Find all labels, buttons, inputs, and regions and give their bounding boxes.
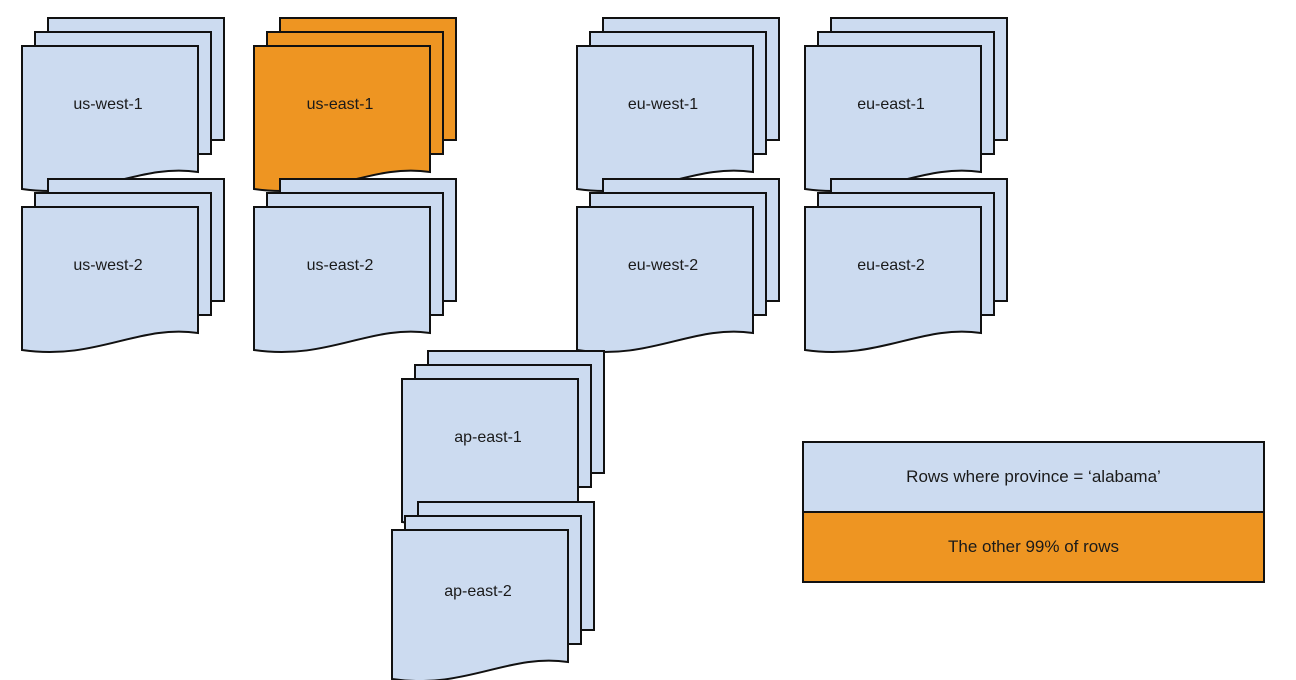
stack-card-ap-east-2-0 bbox=[391, 529, 569, 680]
stack-shape-us-east-1 bbox=[253, 17, 457, 193]
stack-shape-eu-west-1 bbox=[576, 17, 780, 193]
stack-shape-ap-east-2 bbox=[391, 501, 595, 680]
region-stack-us-west-2[interactable] bbox=[20, 177, 225, 357]
stack-card-us-west-1-0 bbox=[21, 45, 199, 193]
stack-shape-eu-east-2 bbox=[804, 178, 1008, 354]
region-stack-eu-east-1[interactable] bbox=[803, 16, 1008, 196]
stack-card-us-west-2-0 bbox=[21, 206, 199, 354]
stack-shape-us-west-2 bbox=[21, 178, 225, 354]
stack-card-us-east-2-0 bbox=[253, 206, 431, 354]
stack-card-eu-east-2-0 bbox=[804, 206, 982, 354]
stack-shape-eu-west-2 bbox=[576, 178, 780, 354]
region-stack-eu-west-2[interactable] bbox=[575, 177, 780, 357]
stack-card-eu-west-1-0 bbox=[576, 45, 754, 193]
region-stack-eu-east-2[interactable] bbox=[803, 177, 1008, 357]
stack-shape-eu-east-1 bbox=[804, 17, 1008, 193]
stack-card-us-east-1-0 bbox=[253, 45, 431, 193]
region-stack-ap-east-1[interactable] bbox=[400, 349, 605, 529]
legend-row-alabama-label: Rows where province = ‘alabama’ bbox=[906, 467, 1161, 486]
region-stack-us-west-1[interactable] bbox=[20, 16, 225, 196]
stack-shape-ap-east-1 bbox=[401, 350, 605, 526]
region-stack-eu-west-1[interactable] bbox=[575, 16, 780, 196]
stack-card-eu-east-1-0 bbox=[804, 45, 982, 193]
legend-row-other-label: The other 99% of rows bbox=[947, 537, 1120, 556]
stack-card-eu-west-2-0 bbox=[576, 206, 754, 354]
legend: Rows where province = ‘alabama’ The other… bbox=[802, 441, 1265, 583]
region-stack-us-east-1[interactable] bbox=[252, 16, 457, 196]
region-stack-us-east-2[interactable] bbox=[252, 177, 457, 357]
legend-row-other: The other 99% of rows bbox=[804, 513, 1263, 581]
stack-shape-us-west-1 bbox=[21, 17, 225, 193]
legend-row-alabama: Rows where province = ‘alabama’ bbox=[804, 443, 1263, 513]
region-stack-ap-east-2[interactable] bbox=[390, 500, 595, 680]
stack-shape-us-east-2 bbox=[253, 178, 457, 354]
